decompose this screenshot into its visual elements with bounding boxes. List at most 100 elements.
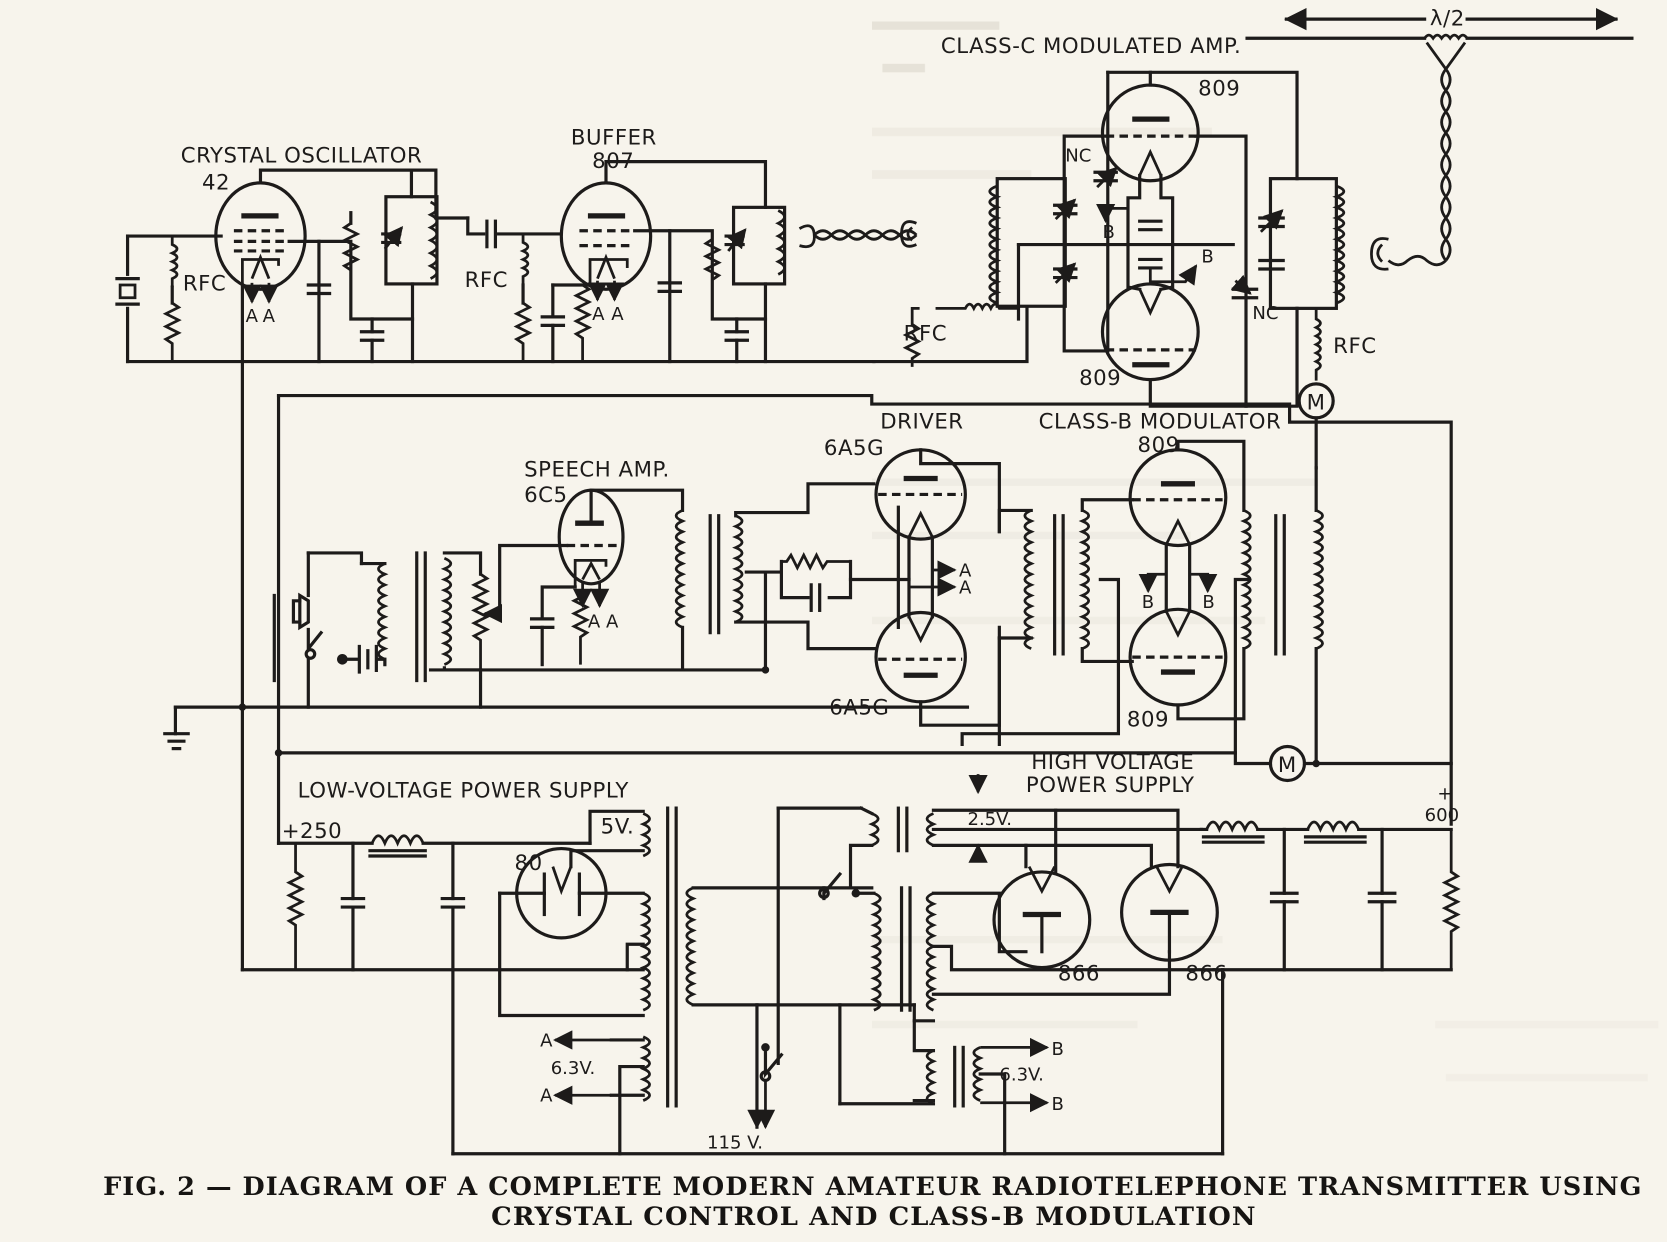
rfc-osc-grid	[168, 236, 179, 288]
class-c-title: CLASS-C MODULATED AMP.	[941, 34, 1241, 59]
split-stator-cap-grid	[1053, 198, 1078, 284]
tube-42-label: 42	[202, 170, 230, 195]
split-stator-cap-plate	[1258, 209, 1285, 271]
lv-hv-winding	[639, 891, 651, 1012]
crystal	[115, 277, 140, 306]
lv-filter-choke	[370, 834, 425, 847]
cathode-resistor-6c5	[571, 589, 590, 665]
rectifier-866-1	[992, 865, 1092, 970]
tube-866-1-label: 866	[1058, 961, 1100, 986]
buffer-title: BUFFER	[571, 126, 657, 151]
microphone-icon	[291, 592, 310, 631]
driver-transformer-secondary	[1078, 509, 1090, 650]
lv-output-label: +250	[282, 819, 342, 844]
rfc-label-buffer: RFC	[465, 268, 508, 293]
caption-line-2: CRYSTAL CONTROL AND CLASS-B MODULATION	[491, 1202, 1256, 1232]
tube-6c5-label: 6C5	[524, 483, 567, 508]
low-voltage-supply: LOW-VOLTAGE POWER SUPPLY +250 80 5V.	[240, 779, 1225, 1156]
hv-bleeder-resistor	[1441, 829, 1461, 970]
driver-title: DRIVER	[880, 410, 963, 435]
tank-coil-osc	[427, 200, 439, 280]
bias-resistor-driver	[781, 551, 851, 571]
heater-a-label: A	[959, 577, 972, 598]
variable-capacitor-osc	[381, 226, 404, 250]
meter-m-label: M	[1278, 753, 1297, 778]
coupling-capacitor	[485, 219, 498, 249]
hv-filter-choke-2	[1306, 820, 1360, 833]
triode-809-mod-bottom	[1128, 607, 1228, 707]
hv-filament-label: 2.5V.	[967, 809, 1011, 830]
hv-filter-cap-2	[1367, 891, 1397, 904]
neutralizing-capacitor-2	[1230, 274, 1259, 300]
tube-809-top-label: 809	[1198, 77, 1240, 102]
lv-filament-label: 5V.	[601, 815, 635, 840]
mains-115v-label: 115 V.	[707, 1132, 763, 1153]
heater-a-label: A	[611, 304, 624, 325]
bypass-cap-osc	[306, 283, 332, 296]
bias-capacitor-driver	[809, 583, 822, 612]
cathode-resistor-buffer	[573, 283, 593, 362]
interstage-transformer-primary	[674, 509, 687, 629]
class-b-title: CLASS-B MODULATOR	[1039, 410, 1282, 435]
filament-b-label: B	[1051, 1094, 1063, 1115]
figure-caption: FIG. 2 — DIAGRAM OF A COMPLETE MODERN AM…	[103, 1172, 1641, 1232]
hv-plate-secondary	[925, 891, 938, 1012]
neutralizing-capacitor-1	[1093, 166, 1118, 189]
bypass-cap-buffer-2	[724, 317, 749, 364]
nc-label-1: NC	[1065, 146, 1091, 167]
filament-6-3v-a-label: 6.3V.	[551, 1058, 595, 1079]
twisted-feeder	[1440, 68, 1452, 262]
crystal-oscillator-stage: CRYSTAL OSCILLATOR 42 RFC	[115, 144, 470, 364]
crystal-oscillator-title: CRYSTAL OSCILLATOR	[181, 144, 423, 169]
hv-fil-secondary	[925, 812, 938, 847]
buffer-stage: BUFFER 807 RFC A A	[465, 126, 918, 364]
plate-meter-class-c: M	[1297, 382, 1335, 420]
lv-supply-title: LOW-VOLTAGE POWER SUPPLY	[298, 779, 630, 804]
class-c-amplifier-stage: CLASS-C MODULATED AMP. λ/2 809 809	[872, 7, 1634, 470]
grid-resistor-buffer	[513, 301, 533, 362]
triode-809-top	[1100, 83, 1200, 183]
heater-a-label: A	[959, 560, 972, 581]
gain-potentiometer	[471, 573, 491, 670]
mic-transformer-primary	[377, 562, 389, 665]
filament-b-label: B	[1102, 222, 1114, 243]
plate-meter-modulator: M	[1268, 744, 1307, 783]
mic-transformer-secondary	[440, 556, 453, 666]
heater-a-label: A	[588, 611, 601, 632]
bypass-cap-osc-2	[359, 317, 385, 364]
hv-output-label: 600	[1425, 805, 1459, 826]
bleeder-resistor-lv	[286, 843, 306, 970]
hv-output-plus: +	[1437, 784, 1452, 805]
hv-plate-primary	[870, 891, 882, 1012]
driver-transformer-primary	[1023, 509, 1035, 650]
heater-a-label: A	[263, 306, 276, 327]
hv-fil-primary	[868, 812, 880, 847]
screen-resistor-buffer	[702, 238, 722, 281]
hv-supply-title-2: POWER SUPPLY	[1026, 773, 1195, 798]
mains-and-hv-supply: 115 V. 2.5V. HIGH VOLTAGE POWER SUPPLY	[691, 750, 1461, 1156]
cathode-bypass-6c5	[529, 617, 555, 667]
heater-a-label: A	[246, 306, 259, 327]
fil-b-secondary	[972, 1046, 984, 1102]
speech-amplifier-stage: SPEECH AMP. 6C5 A A	[272, 457, 911, 709]
triode-809-bottom	[1100, 282, 1200, 382]
filter-cap-lv-2	[440, 896, 466, 909]
grid-resistor-osc	[162, 301, 182, 362]
grid-tank-coil	[988, 184, 1002, 305]
hv-filter-choke-1	[1205, 820, 1259, 833]
heater-a-label: A	[540, 1030, 553, 1051]
nc-label-2: NC	[1252, 303, 1278, 324]
ground-symbol	[163, 732, 190, 751]
tube-866-2-label: 866	[1185, 961, 1227, 986]
battery-icon	[337, 644, 387, 674]
driver-stage: DRIVER 6A5G 6A5G A A	[824, 410, 1001, 727]
grid-leak-class-c	[902, 306, 922, 367]
tube-809-mod-bottom-label: 809	[1127, 707, 1169, 732]
heater-a-label: A	[592, 304, 605, 325]
triode-6a5g-bottom	[874, 610, 967, 704]
filament-b-label: B	[1142, 592, 1154, 613]
screen-bypass-buffer	[657, 281, 683, 293]
class-b-modulator-stage: CLASS-B MODULATOR 809 809 B B	[960, 410, 1453, 783]
rfc-label-class-c-plate: RFC	[1333, 334, 1376, 359]
